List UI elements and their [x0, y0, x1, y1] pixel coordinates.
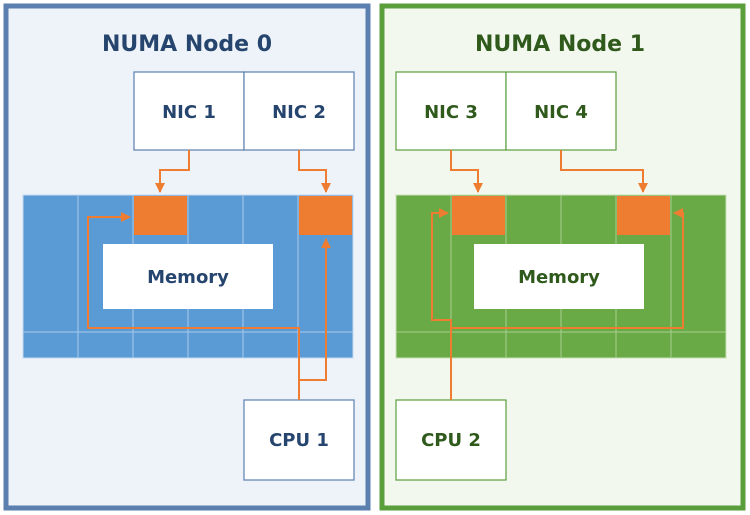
cpu-2-label: CPU 2: [421, 430, 481, 451]
buffer-nic-1: [134, 196, 187, 235]
buffer-nic-3: [452, 196, 505, 235]
arrow-nic4-to-buffer: [560, 150, 648, 193]
nic-2-label: NIC 2: [272, 102, 326, 123]
arrow-cpu2-to-buffer-4: [451, 208, 684, 329]
nic-1-label: NIC 1: [162, 102, 216, 123]
nic-3-box: [395, 71, 507, 151]
nic-4-label: NIC 4: [534, 102, 588, 123]
node-0-memory-bank: Memory: [22, 194, 354, 359]
arrow-nic2-to-buffer: [298, 150, 331, 193]
node-0-arrows: [87, 150, 331, 400]
nic-4-box: [505, 71, 617, 151]
arrow-nic3-to-buffer: [450, 150, 483, 193]
node-1-memory-bank: Memory: [395, 194, 727, 359]
numa-node-0: NUMA Node 0 NIC 1 NIC 2 Memory: [3, 3, 371, 511]
node-0-title: NUMA Node 0: [102, 32, 272, 57]
nic-3-label: NIC 3: [424, 102, 478, 123]
node-1-nic-group: NIC 3 NIC 4: [395, 71, 617, 151]
arrow-cpu2-to-buffer-3: [431, 208, 452, 400]
node-1-title: NUMA Node 1: [475, 32, 645, 57]
nic-1-box: [133, 71, 245, 151]
cpu-1-label: CPU 1: [269, 430, 329, 451]
memory-label-0: Memory: [147, 267, 229, 288]
node-0-nic-group: NIC 1 NIC 2: [133, 71, 355, 151]
buffer-nic-2: [299, 196, 352, 235]
memory-label-1: Memory: [518, 267, 600, 288]
memory-label-box-1: [474, 244, 644, 309]
cpu-2-box: [395, 399, 507, 481]
arrow-cpu1-to-buffer-2: [299, 238, 331, 381]
nic-2-box: [243, 71, 355, 151]
numa-node-1: NUMA Node 1 NIC 3 NIC 4 Memory: [379, 3, 746, 511]
arrow-nic1-to-buffer: [155, 150, 190, 193]
arrow-cpu1-to-buffer-1: [87, 212, 300, 400]
buffer-nic-4: [617, 196, 670, 235]
memory-label-box-0: [103, 244, 273, 309]
cpu-1-box: [243, 399, 355, 481]
node-1-arrows: [431, 150, 684, 400]
